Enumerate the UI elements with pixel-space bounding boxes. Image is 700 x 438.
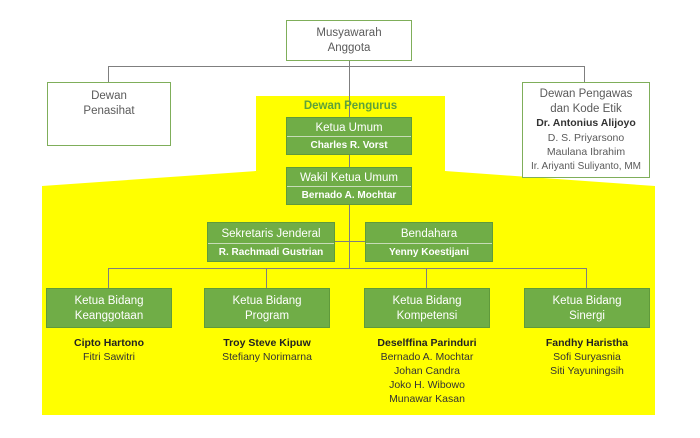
bidang-line2: Kompetensi [396, 310, 458, 322]
bidang-line1: Ketua Bidang [74, 295, 144, 307]
bendahara-title: Bendahara [400, 228, 458, 240]
connector-bidang-4 [586, 268, 587, 288]
bidang-line2: Sinergi [569, 310, 605, 322]
connector-side-horizontal [108, 66, 584, 67]
connector-bidang-horizontal [108, 268, 586, 269]
bidang-line1: Ketua Bidang [392, 295, 462, 307]
bidang-keanggotaan-box: Ketua Bidang Keanggotaan [46, 288, 172, 328]
sekretaris-jenderal-name: R. Rachmadi Gustrian [208, 243, 334, 261]
member-name: Troy Steve Kipuw [223, 337, 311, 349]
musyawarah-line2: Anggota [327, 42, 371, 54]
bidang-line2: Program [244, 310, 290, 322]
member-name: Stefiany Norimarna [222, 351, 312, 363]
wakil-ketua-umum-title: Wakil Ketua Umum [300, 172, 398, 184]
bidang-line1: Ketua Bidang [552, 295, 622, 307]
dewan-pengawas-member: Maulana Ibrahim [546, 146, 626, 158]
member-name: Fandhy Haristha [545, 337, 629, 349]
connector-bidang-3 [426, 268, 427, 288]
dewan-penasihat-box: Dewan Penasihat [47, 82, 171, 146]
bidang-sinergi-members: Fandhy Haristha Sofi Suryasnia Siti Yayu… [524, 336, 650, 378]
sekretaris-jenderal-box: Sekretaris Jenderal R. Rachmadi Gustrian [207, 222, 335, 262]
connector-left-drop [108, 66, 109, 82]
bidang-program-members: Troy Steve Kipuw Stefiany Norimarna [204, 336, 330, 364]
dewan-pengawas-line1: Dewan Pengawas [539, 88, 633, 100]
member-name: Bernado A. Mochtar [380, 351, 474, 363]
dewan-pengawas-member: Ir. Ariyanti Suliyanto, MM [530, 160, 642, 172]
bidang-program-box: Ketua Bidang Program [204, 288, 330, 328]
bidang-keanggotaan-members: Cipto Hartono Fitri Sawitri [46, 336, 172, 364]
dewan-pengawas-member: Dr. Antonius Alijoyo [536, 117, 636, 129]
musyawarah-line1: Musyawarah [316, 27, 382, 39]
dewan-pengurus-title: Dewan Pengurus [303, 100, 398, 112]
connector-ketua-wakil [349, 155, 350, 167]
connector-right-drop [584, 66, 585, 82]
member-name: Sofi Suryasnia [553, 351, 621, 363]
dewan-pengawas-box: Dewan Pengawas dan Kode Etik Dr. Antoniu… [522, 82, 650, 178]
member-name: Johan Candra [394, 365, 460, 377]
bidang-sinergi-box: Ketua Bidang Sinergi [524, 288, 650, 328]
connector-bidang-2 [266, 268, 267, 288]
bendahara-name: Yenny Koestijani [366, 243, 492, 261]
dewan-pengawas-line2: dan Kode Etik [550, 102, 622, 115]
member-name: Joko H. Wibowo [389, 379, 465, 391]
member-name: Deselffina Parinduri [377, 337, 477, 349]
bendahara-box: Bendahara Yenny Koestijani [365, 222, 493, 262]
dewan-pengawas-member: D. S. Priyarsono [547, 131, 625, 144]
connector-bidang-1 [108, 268, 109, 288]
bidang-kompetensi-box: Ketua Bidang Kompetensi [364, 288, 490, 328]
musyawarah-anggota-box: Musyawarah Anggota [286, 20, 412, 61]
ketua-umum-title: Ketua Umum [315, 122, 383, 134]
ketua-umum-box: Ketua Umum Charles R. Vorst [286, 117, 412, 155]
dewan-penasihat-line1: Dewan [91, 90, 127, 102]
member-name: Cipto Hartono [74, 337, 144, 349]
connector-sek-bend [335, 241, 365, 242]
member-name: Siti Yayuningsih [550, 365, 624, 377]
connector-top-vertical [349, 61, 350, 117]
bidang-kompetensi-members: Deselffina Parinduri Bernado A. Mochtar … [354, 336, 500, 406]
bidang-line2: Keanggotaan [74, 310, 144, 322]
sekretaris-jenderal-title: Sekretaris Jenderal [221, 228, 321, 240]
wakil-ketua-umum-box: Wakil Ketua Umum Bernado A. Mochtar [286, 167, 412, 205]
member-name: Munawar Kasan [389, 393, 465, 405]
ketua-umum-name: Charles R. Vorst [287, 136, 411, 154]
connector-main-vertical [349, 205, 350, 269]
bidang-line1: Ketua Bidang [232, 295, 302, 307]
member-name: Fitri Sawitri [83, 351, 135, 363]
wakil-ketua-umum-name: Bernado A. Mochtar [287, 186, 411, 204]
dewan-penasihat-line2: Penasihat [83, 105, 135, 117]
